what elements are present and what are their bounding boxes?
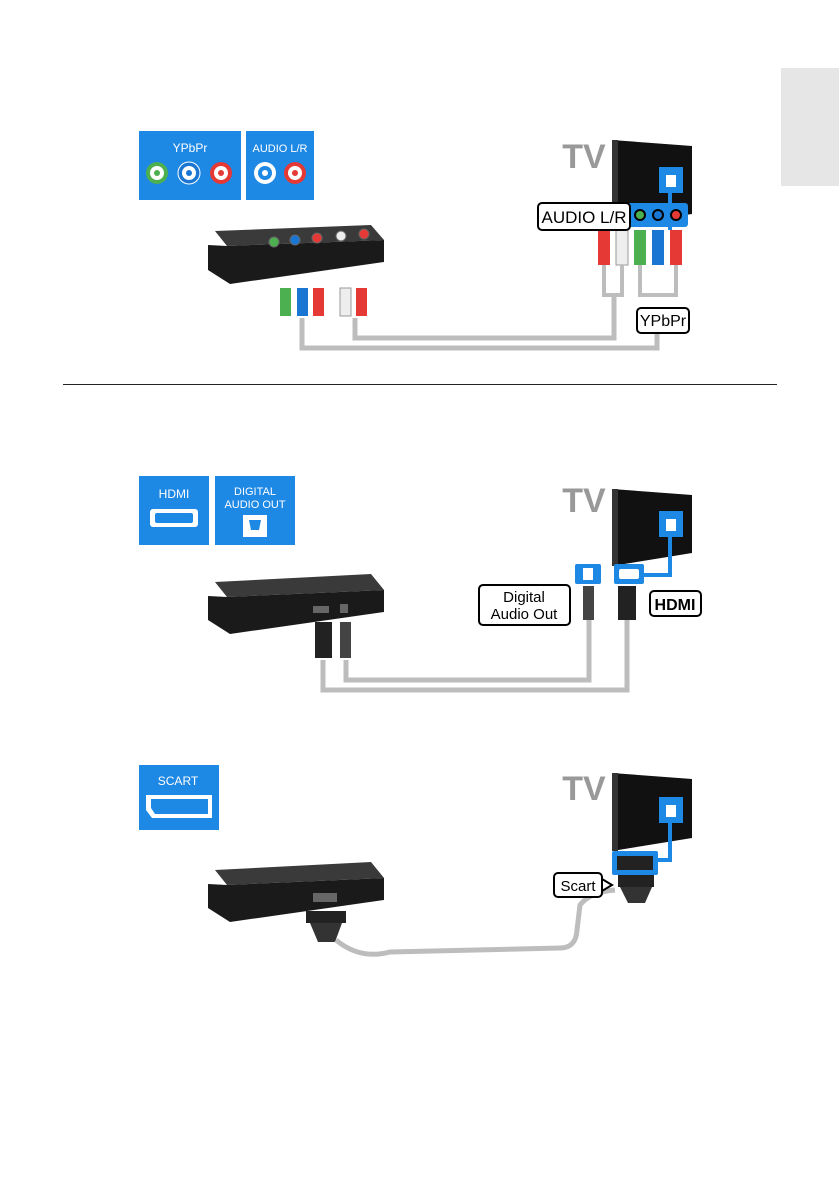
callout-scart-text: Scart [560,878,596,895]
hdmi-badge: HDMI [139,476,209,545]
callout-digital-line2: Audio Out [491,606,559,623]
digital-badge-line2: AUDIO OUT [224,499,285,511]
tv-unit-scart [612,773,692,862]
hdmi-cables [320,620,630,693]
tv-ports-hdmi [575,564,644,620]
source-device [208,225,384,284]
digital-audio-badge: DIGITAL AUDIO OUT [215,476,295,545]
callout-hdmi: HDMI [649,590,702,617]
source-plug-scart [306,911,346,942]
source-device-scart [208,862,384,922]
component-cables [299,295,660,351]
callout-hdmi-text: HDMI [655,597,696,614]
section-ypbpr: YPbPr AUDIO L/R [139,131,692,351]
source-plugs [280,287,367,317]
ypbpr-badge: YPbPr [139,131,241,200]
audio-lr-badge-label: AUDIO L/R [252,143,307,155]
ypbpr-badge-label: YPbPr [173,141,208,155]
section-divider [63,384,777,385]
callout-digital-line1: Digital [503,589,545,606]
audio-lr-badge: AUDIO L/R [246,131,314,200]
hdmi-badge-label: HDMI [159,487,190,501]
callout-audio-lr: AUDIO L/R [537,202,631,231]
side-tab-marker [781,68,839,186]
callout-ypbpr-text: YPbPr [640,313,687,330]
callout-scart: Scart [553,872,614,898]
tv-label: TV [562,138,606,176]
callout-digital-audio: Digital Audio Out [478,584,571,626]
tv-unit-hdmi [612,489,692,577]
tv-label-scart: TV [562,770,606,808]
scart-badge-label: SCART [158,774,199,788]
source-device-hdmi [208,574,384,634]
section-hdmi: HDMI DIGITAL AUDIO OUT TV [139,476,702,693]
callout-audio-lr-text: AUDIO L/R [541,208,626,227]
tv-port-scart [612,851,658,903]
section-scart: SCART TV [139,765,692,957]
source-plugs-hdmi [315,622,351,658]
scart-badge: SCART [139,765,219,830]
callout-ypbpr: YPbPr [636,307,690,334]
digital-badge-line1: DIGITAL [234,486,276,498]
tv-plugs [598,229,682,297]
tv-label-hdmi: TV [562,482,606,520]
